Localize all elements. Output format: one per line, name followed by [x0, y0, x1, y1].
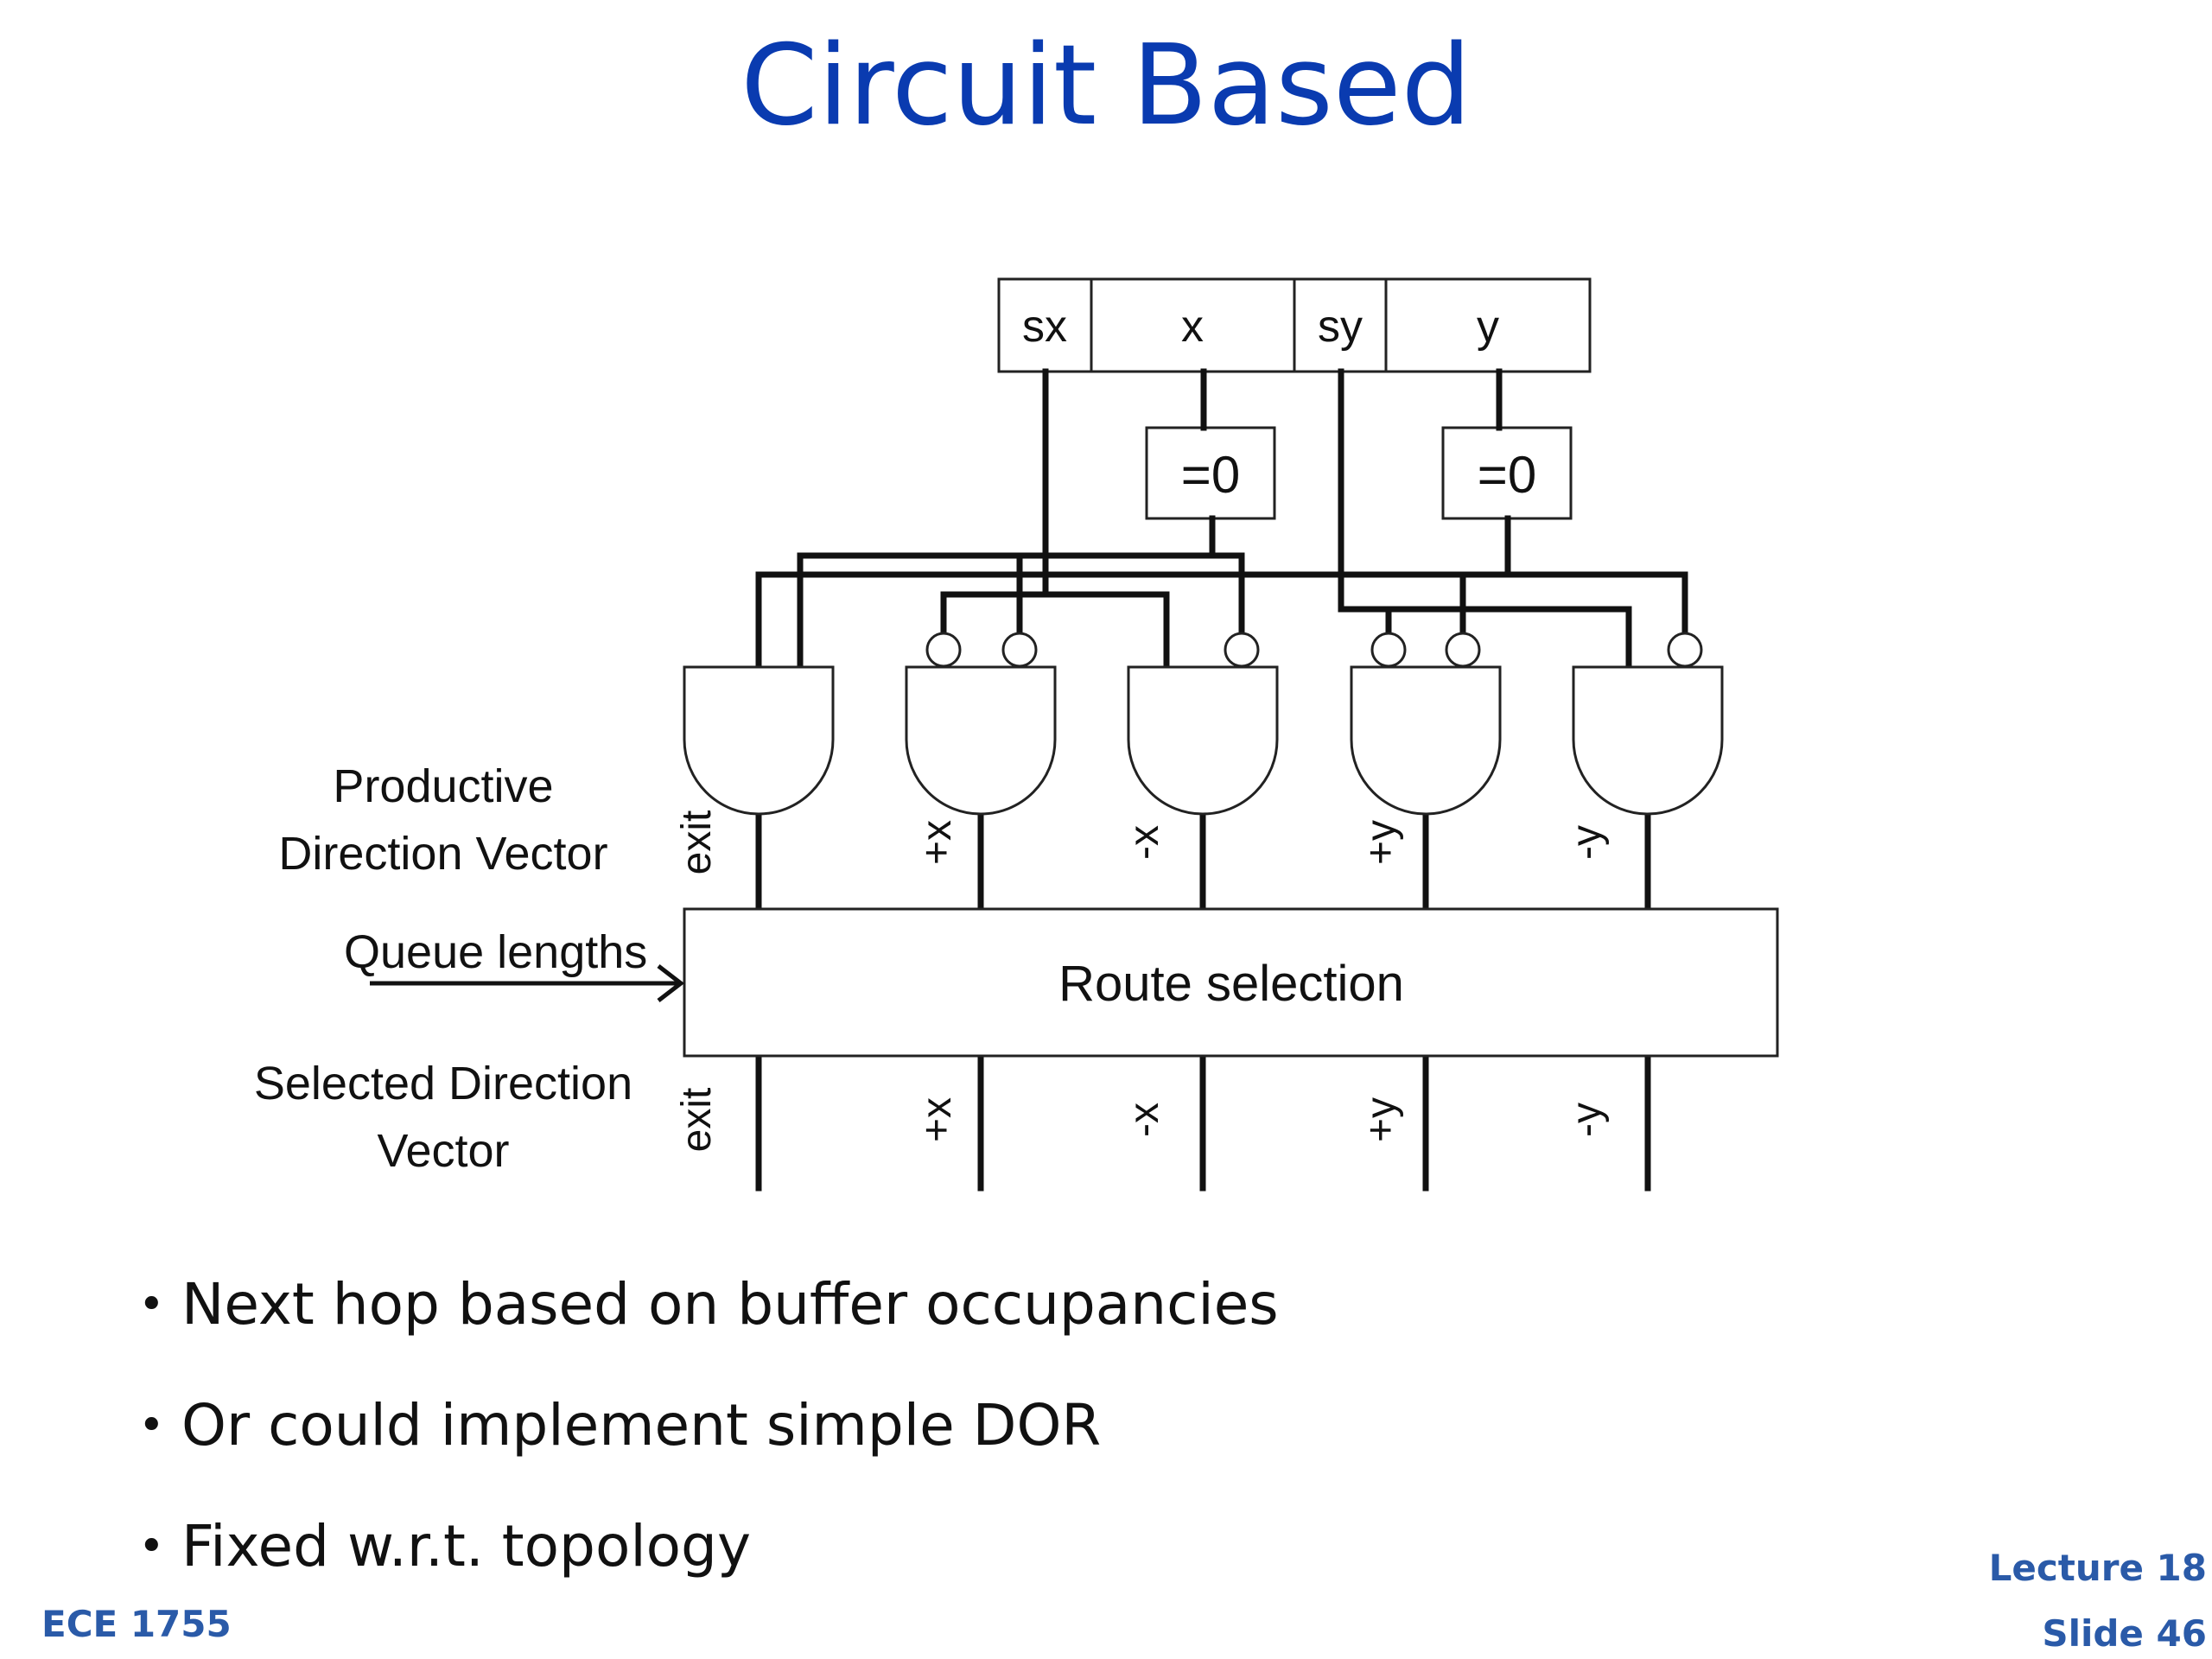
bullet-item: Fixed w.r.t. topology — [138, 1499, 1279, 1620]
register-field-sx: sx — [1022, 302, 1067, 352]
selected-vector-label-line2: Vector — [377, 1125, 509, 1177]
and-gate-exit — [683, 665, 835, 816]
selected-label-exit: exit — [674, 1088, 720, 1153]
route-selection-box — [683, 907, 1779, 1058]
bullet-list: Next hop based on buffer occupancies Or … — [138, 1257, 1279, 1620]
footer-lecture: Lecture 18 — [1988, 1547, 2207, 1589]
zero-detect-x-box — [1145, 426, 1276, 520]
footer-course: ECE 1755 — [41, 1603, 232, 1645]
register-field-sy: sy — [1318, 302, 1363, 352]
register-field-y: y — [1477, 302, 1499, 352]
bullet-item: Or could implement simple DOR — [138, 1378, 1279, 1499]
bullet-item: Next hop based on buffer occupancies — [138, 1257, 1279, 1378]
queue-lengths-arrow — [370, 964, 685, 1002]
productive-vector-label-line1: Productive — [333, 760, 553, 812]
productive-label-minus-y: -y — [1564, 825, 1610, 860]
productive-vector-label-line2: Direction Vector — [278, 828, 607, 880]
zero-detect-x-label: =0 — [1181, 446, 1240, 504]
queue-lengths-label: Queue lengths — [344, 926, 647, 978]
page-title: Circuit Based — [741, 22, 1471, 150]
productive-label-exit: exit — [674, 810, 720, 875]
productive-label-minus-x: -x — [1122, 825, 1167, 860]
selected-label-minus-x: -x — [1122, 1103, 1167, 1137]
and-gates — [683, 665, 1724, 816]
route-selection-label: Route selection — [1058, 956, 1404, 1012]
selected-label-plus-x: +x — [914, 1097, 960, 1142]
footer-slide-number: Slide 46 — [2042, 1612, 2207, 1655]
selected-label-minus-y: -y — [1564, 1103, 1610, 1137]
and-gate-plus-x — [905, 665, 1057, 816]
register-field-x: x — [1181, 302, 1204, 352]
productive-label-plus-x: +x — [914, 820, 960, 865]
address-register — [997, 277, 1592, 373]
and-gate-minus-y — [1572, 665, 1724, 816]
productive-label-plus-y: +y — [1358, 820, 1404, 865]
zero-detect-y-box — [1441, 426, 1573, 520]
wiring — [755, 368, 1688, 1192]
and-gate-minus-x — [1127, 665, 1279, 816]
zero-detect-y-label: =0 — [1478, 446, 1536, 504]
selected-vector-label-line1: Selected Direction — [254, 1058, 632, 1109]
inversion-bubbles — [925, 632, 1703, 668]
and-gate-plus-y — [1350, 665, 1502, 816]
selected-label-plus-y: +y — [1358, 1097, 1404, 1142]
